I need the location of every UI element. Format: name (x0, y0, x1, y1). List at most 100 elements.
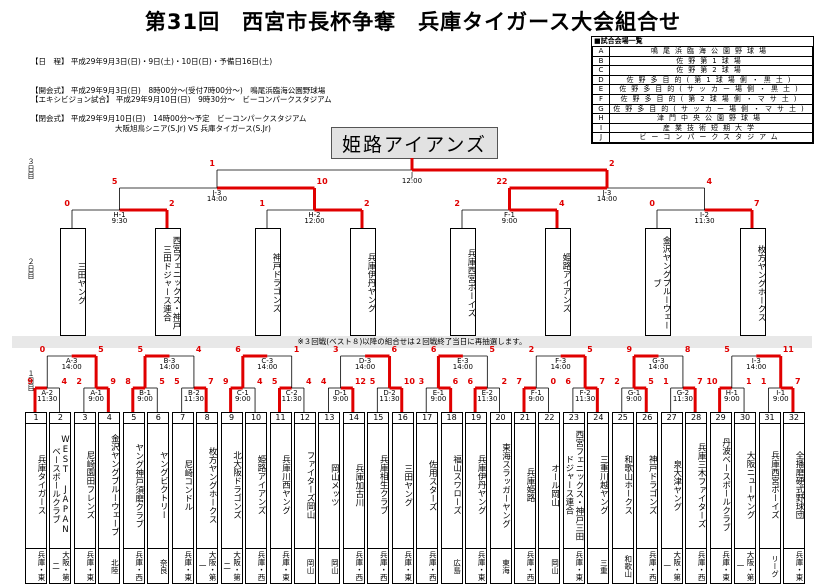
score-right: 4 (61, 377, 67, 386)
score-right: 2 (609, 159, 615, 168)
score-left: 8 (125, 377, 131, 386)
game-time: 11:30 (37, 395, 57, 403)
game-code: J (410, 171, 413, 179)
day2-team-box: 枚方ヤングホークス (740, 228, 766, 336)
score-right: 5 (587, 345, 593, 354)
team-region: 岡山 (305, 558, 315, 574)
game-time: 9:00 (502, 217, 518, 225)
score-left: 3 (419, 377, 425, 386)
score-left: 6 (565, 377, 571, 386)
score-right: 2 (364, 199, 370, 208)
team-name: ファイターズ岡山 (304, 451, 315, 519)
team-name: 和歌山ホークス (622, 455, 633, 515)
score-left: 6 (235, 345, 241, 354)
team-name: WEST JAPAN ベースボールクラブ (50, 435, 71, 535)
team-number: 29 (710, 413, 731, 424)
team-region: 三重 (599, 558, 609, 574)
score-right: 4 (196, 345, 202, 354)
score-left: 1 (209, 159, 215, 168)
day2-team-name: 神戸ドラゴンズ (271, 253, 280, 313)
team-region: 大阪・第二 (222, 551, 242, 581)
score-left: 9 (223, 377, 229, 386)
score-right: 5 (489, 345, 495, 354)
team-name: 福山スワローズ (451, 455, 462, 515)
game-code: I-1 (776, 389, 785, 397)
game-time: 14:00 (159, 363, 179, 371)
score-left: 6 (468, 377, 474, 386)
team-number: 22 (539, 413, 560, 424)
team-divider (735, 548, 756, 549)
redraw-note: ※３回戦(ベスト８)以降の組合せは２回戦終了当日に再抽選します。 (12, 336, 812, 348)
team-region: 兵庫・西 (648, 551, 658, 581)
team-name: 枚方ヤングホークス (207, 446, 218, 524)
team-divider (466, 548, 487, 549)
day2-team-box: 神戸ドラゴンズ (255, 228, 281, 336)
champion-box: 姫路アイアンズ (331, 127, 498, 159)
team-region: 兵庫・東 (574, 551, 584, 581)
team-number: 23 (563, 413, 584, 424)
team-region: 兵庫・西 (379, 551, 389, 581)
game-time: 11:30 (379, 395, 399, 403)
score-right: 7 (208, 377, 214, 386)
score-right: 1 (746, 377, 752, 386)
team-number: 7 (172, 413, 193, 424)
schedule-info: 【日 程】 平成29年9月3日(日)・9日(土)・10日(日)・予備日16日(土… (31, 38, 325, 133)
team-name: 兵庫三木ファイターズ (696, 442, 707, 528)
score-right: 10 (404, 377, 416, 386)
team-region: 兵庫・西 (134, 551, 144, 581)
score-right: 4 (306, 377, 312, 386)
game-code: E-1 (433, 389, 444, 397)
team-divider (172, 548, 193, 549)
team-name: 兵庫タイガース (36, 455, 46, 515)
team-divider (417, 548, 438, 549)
team-region: 兵庫・東 (794, 551, 804, 581)
score-right: 4 (559, 199, 565, 208)
game-time: 12:00 (402, 177, 422, 185)
team-divider (783, 548, 804, 549)
team-name: 大阪ニューヤング (745, 451, 756, 519)
game-code: H-2 (308, 211, 320, 219)
team-name: 兵庫加古川 (353, 463, 364, 507)
team-number: 16 (392, 413, 413, 424)
team-region: 兵庫・東 (37, 551, 46, 581)
team-divider (759, 548, 780, 549)
exhibition-info: 【エキシビジョン試合】 平成29年9月10日(日) 9時30分～ ビーコンパーク… (31, 76, 332, 143)
game-time: 11:30 (694, 217, 714, 225)
game-code: B-1 (139, 389, 151, 397)
score-left: 5 (137, 345, 143, 354)
score-left: 7 (516, 377, 522, 386)
score-right: 6 (392, 345, 398, 354)
team-divider (270, 548, 291, 549)
team-divider (99, 548, 120, 549)
score-left: 6 (431, 345, 437, 354)
team-divider (588, 548, 609, 549)
team-number: 30 (735, 413, 756, 424)
day2-team-box: 姫路アイアンズ (545, 228, 571, 336)
team-region: 東海 (501, 558, 511, 574)
score-left: 9 (626, 345, 632, 354)
team-region: 兵庫・東 (721, 551, 731, 581)
game-code: G-1 (628, 389, 640, 397)
game-time: 9:00 (773, 395, 789, 403)
team-number: 9 (221, 413, 242, 424)
team-name: オール岡山 (549, 463, 560, 507)
game-time: 9:00 (88, 395, 104, 403)
team-number: 13 (319, 413, 340, 424)
score-left: 5 (174, 377, 180, 386)
team-number: 20 (490, 413, 511, 424)
team-name: 岡山メッツ (329, 463, 340, 507)
team-divider (74, 548, 95, 549)
team-number: 26 (637, 413, 658, 424)
team-divider (221, 548, 242, 549)
day2-team-box: 西宮フェニックス・神戸三田ドジャース連合 (155, 228, 181, 336)
team-name: ヤング神戸須磨クラブ (133, 442, 144, 528)
team-number: 17 (417, 413, 438, 424)
